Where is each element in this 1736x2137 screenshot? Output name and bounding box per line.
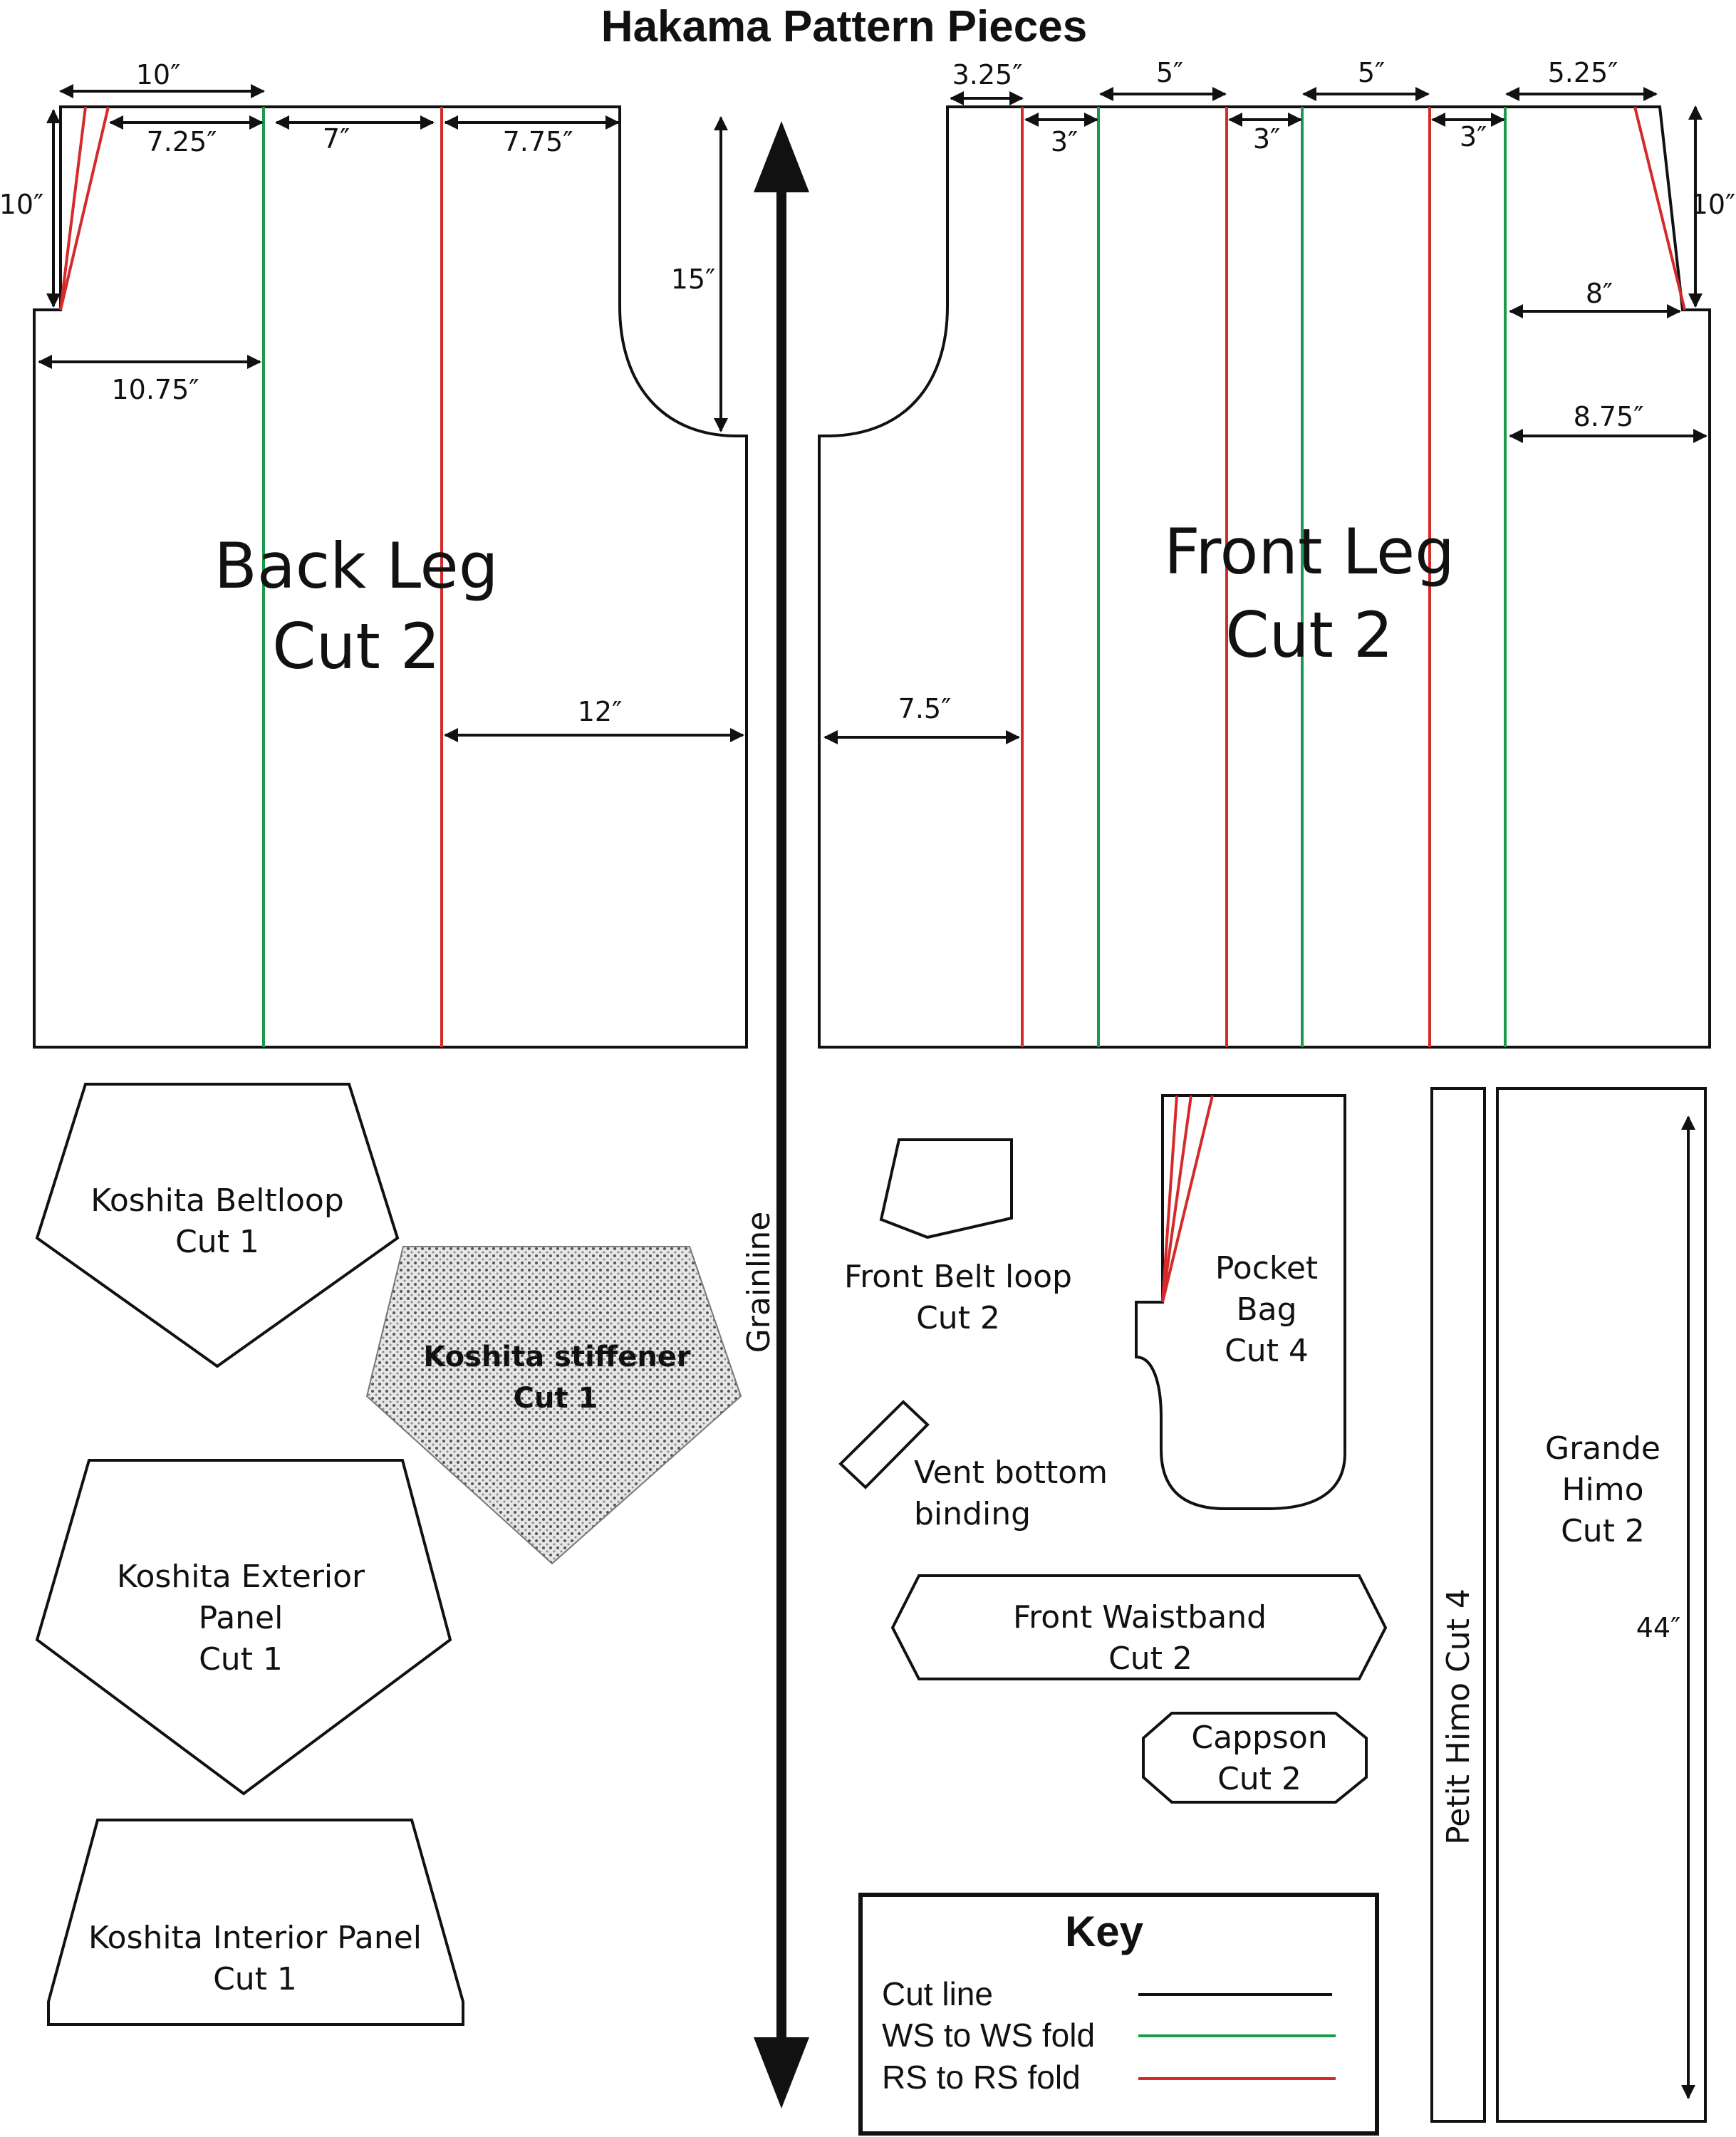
- key-label-ws: WS to WS fold: [882, 2017, 1095, 2054]
- front-dim-e: 8″: [1586, 278, 1613, 309]
- front-dim-g3: 3″: [1460, 121, 1487, 152]
- back-dim-top: 10″: [136, 59, 181, 90]
- cappson-label: Cappson: [1191, 1720, 1327, 1756]
- koshita-exterior-cut: Cut 1: [199, 1641, 283, 1678]
- key-label-cut: Cut line: [882, 1975, 993, 2012]
- pocket-bag-label: Pocket: [1215, 1250, 1318, 1286]
- front-dim-c: 5″: [1358, 57, 1385, 88]
- grande-himo-length: 44″: [1636, 1612, 1681, 1643]
- koshita-stiffener-piece: [365, 1246, 742, 1565]
- back-leg-cut: Cut 2: [272, 610, 440, 683]
- back-dim-p2: 7″: [323, 123, 350, 155]
- front-dim-f: 8.75″: [1574, 401, 1644, 432]
- koshita-stiffener-label: Koshita stiffener: [423, 1341, 691, 1373]
- front-dim-g2: 3″: [1253, 123, 1280, 155]
- back-leg-dimensions: [38, 84, 744, 742]
- vent-bottom-binding-label-2: binding: [914, 1496, 1031, 1532]
- koshita-exterior-piece: [35, 1459, 452, 1796]
- koshita-interior-piece: [47, 1819, 464, 2026]
- back-dim-p1: 7.25″: [147, 126, 217, 157]
- back-dim-leg: 12″: [578, 696, 623, 727]
- koshita-stiffener-cut: Cut 1: [514, 1382, 598, 1415]
- key-box: [858, 1893, 1379, 2136]
- koshita-exterior-label: Koshita Exterior: [117, 1559, 365, 1595]
- front-dim-side: 10″: [1691, 189, 1736, 220]
- back-dim-side: 10″: [0, 189, 43, 220]
- front-waistband-label: Front Waistband: [1013, 1599, 1267, 1636]
- cappson-piece: [1142, 1712, 1368, 1804]
- front-belt-loop-piece: [879, 1138, 1013, 1239]
- koshita-interior-cut: Cut 1: [213, 1961, 297, 1997]
- front-dim-a: 3.25″: [952, 59, 1023, 90]
- koshita-exterior-label-2: Panel: [199, 1600, 284, 1636]
- vent-bottom-binding-piece: [838, 1400, 930, 1489]
- petit-himo-piece: [1430, 1087, 1486, 2123]
- front-leg-name: Front Leg: [1164, 515, 1455, 588]
- key-label-rs: RS to RS fold: [882, 2059, 1081, 2096]
- key-title: Key: [1065, 1908, 1144, 1955]
- front-waistband-piece: [890, 1574, 1388, 1680]
- petit-himo-label: Petit Himo Cut 4: [1440, 1589, 1477, 1845]
- front-dim-b: 5″: [1156, 57, 1183, 88]
- koshita-interior-label: Koshita Interior Panel: [88, 1920, 422, 1956]
- back-leg-piece: [33, 105, 748, 1049]
- front-leg-piece: [818, 105, 1711, 1049]
- back-leg-name: Back Leg: [214, 529, 498, 603]
- grainline-arrow: [754, 121, 809, 2109]
- koshita-beltloop-label: Koshita Beltloop: [90, 1182, 344, 1219]
- front-belt-loop-label: Front Belt loop: [844, 1259, 1072, 1295]
- pocket-bag-cut: Cut 4: [1225, 1333, 1309, 1369]
- back-dim-p3: 7.75″: [503, 126, 573, 157]
- front-leg-cut: Cut 2: [1225, 598, 1393, 672]
- grande-himo-label: Grande: [1545, 1430, 1660, 1467]
- grande-himo-cut: Cut 2: [1561, 1513, 1645, 1549]
- front-leg-dimensions: [823, 87, 1708, 744]
- pocket-bag-piece: [1135, 1094, 1346, 1510]
- cappson-cut: Cut 2: [1217, 1761, 1301, 1797]
- front-dim-d: 5.25″: [1548, 57, 1618, 88]
- grainline-label: Grainline: [741, 1212, 777, 1353]
- front-dim-g1: 3″: [1051, 126, 1078, 157]
- vent-bottom-binding-label: Vent bottom: [914, 1455, 1108, 1491]
- koshita-beltloop-piece: [35, 1083, 400, 1368]
- page-title: Hakama Pattern Pieces: [601, 2, 1087, 51]
- front-belt-loop-cut: Cut 2: [916, 1300, 1000, 1336]
- koshita-beltloop-cut: Cut 1: [175, 1224, 259, 1260]
- grande-himo-piece: [1496, 1087, 1707, 2123]
- back-dim-crotch: 15″: [671, 264, 716, 295]
- pocket-bag-label-2: Bag: [1236, 1291, 1296, 1328]
- front-dim-leg: 7.5″: [898, 693, 952, 724]
- grande-himo-label-2: Himo: [1561, 1472, 1643, 1508]
- back-dim-hip: 10.75″: [112, 374, 199, 405]
- front-waistband-cut: Cut 2: [1108, 1641, 1192, 1677]
